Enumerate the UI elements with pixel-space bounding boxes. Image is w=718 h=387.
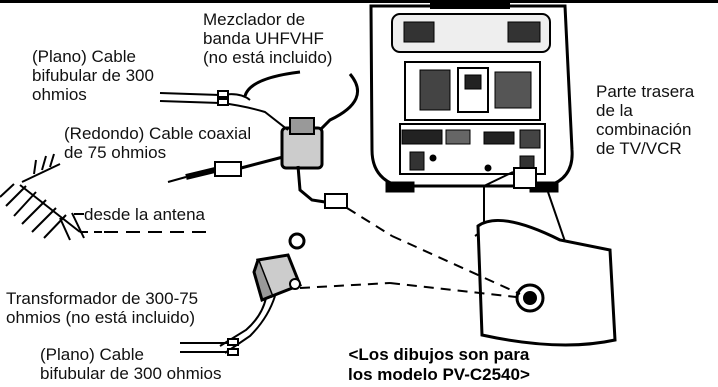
drawings-note: <Los dibujos son para los modelo PV-C254…: [348, 345, 530, 384]
label-rear-tv-vcr: Parte trasera de la combinación de TV/VC…: [596, 82, 695, 158]
tv-vcr-rear-body: [369, 3, 574, 193]
flat-cable-top-drawing: [159, 90, 289, 131]
label-flat-cable-top: (Plano) Cable bifubular de 300 ohmios: [32, 47, 154, 104]
uhf-vhf-mixer: [243, 70, 521, 295]
antenna-drawing: [0, 153, 85, 241]
label-from-antenna: desde la antena: [84, 205, 205, 224]
coax-cable-drawing: [167, 155, 284, 183]
label-flat-cable-bottom: (Plano) Cable bifubular de 300 ohmios: [40, 345, 222, 383]
label-transformer: Transformador de 300-75 ohmios (no está …: [6, 289, 199, 327]
label-round-cable: (Redondo) Cable coaxial de 75 ohmios: [64, 124, 252, 162]
antenna-terminal-zoom: [474, 167, 617, 347]
300-75-transformer: [219, 253, 517, 354]
top-rule: [0, 0, 718, 3]
or-ring: [288, 232, 306, 250]
flat-cable-bottom-drawing: [180, 338, 239, 356]
label-mixer: Mezclador de banda UHFVHF (no está inclu…: [203, 10, 333, 67]
antenna-lead-lines: [74, 213, 208, 233]
